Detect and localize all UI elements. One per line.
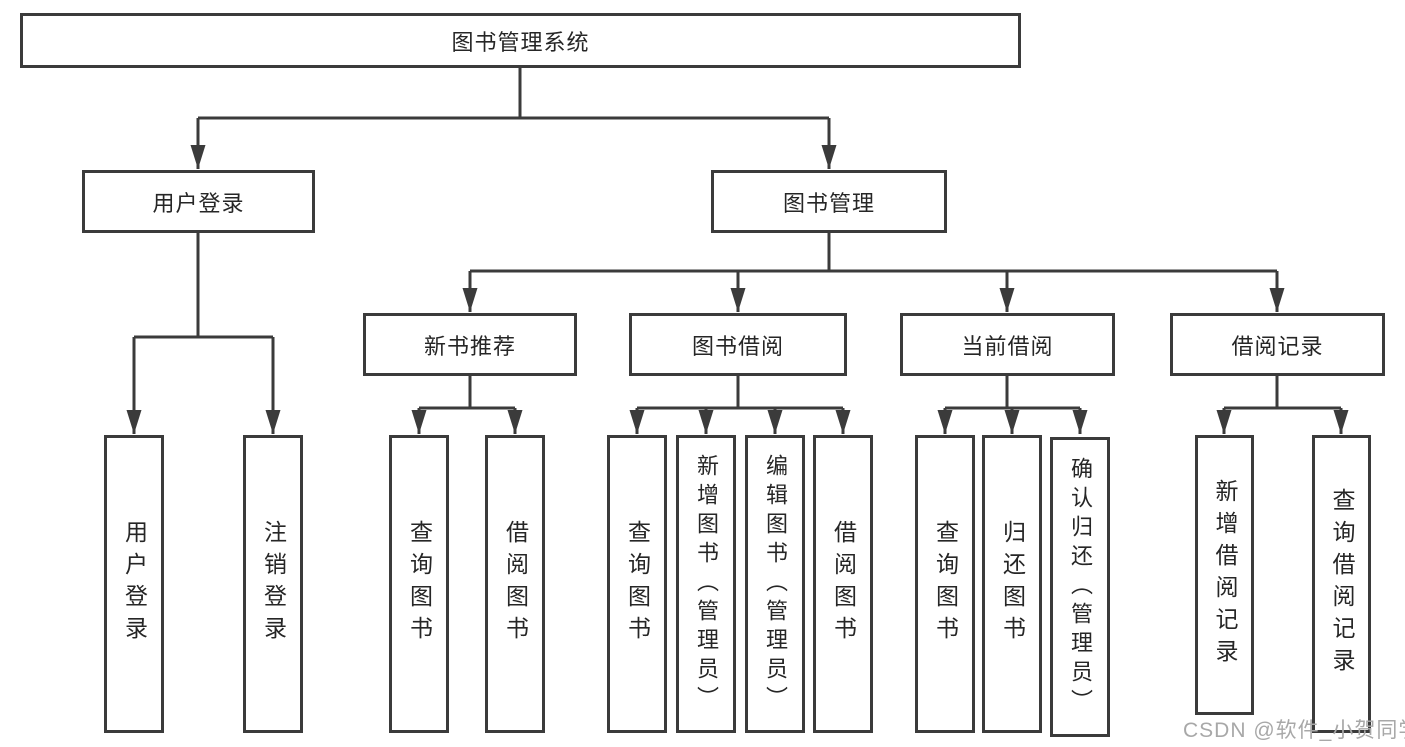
leaf-query-books-current: 查询图书	[915, 435, 975, 733]
leaf-return-books: 归还图书	[982, 435, 1042, 733]
leaf-edit-book-admin: 编辑图书（管理员）	[745, 435, 805, 733]
leaf-logout: 注销登录	[243, 435, 303, 733]
leaf-query-books-borrowing: 查询图书	[607, 435, 667, 733]
leaf-add-borrow-record: 新增借阅记录	[1195, 435, 1254, 715]
node-user-login: 用户登录	[82, 170, 315, 233]
watermark-text: CSDN @软件_小贺同学	[1183, 719, 1405, 742]
leaf-user-login: 用户登录	[104, 435, 164, 733]
leaf-add-book-admin: 新增图书（管理员）	[676, 435, 736, 733]
node-borrowing-records: 借阅记录	[1170, 313, 1385, 376]
leaf-query-books-recommendation: 查询图书	[389, 435, 449, 733]
node-book-management: 图书管理	[711, 170, 947, 233]
node-book-borrowing: 图书借阅	[629, 313, 847, 376]
node-library-management-system: 图书管理系统	[20, 13, 1021, 68]
leaf-query-borrow-record: 查询借阅记录	[1312, 435, 1371, 733]
node-new-book-recommendation: 新书推荐	[363, 313, 577, 376]
leaf-borrow-books-recommendation: 借阅图书	[485, 435, 545, 733]
leaf-confirm-return-admin: 确认归还（管理员）	[1050, 437, 1110, 737]
leaf-borrow-books-borrowing: 借阅图书	[813, 435, 873, 733]
node-current-borrowing: 当前借阅	[900, 313, 1115, 376]
